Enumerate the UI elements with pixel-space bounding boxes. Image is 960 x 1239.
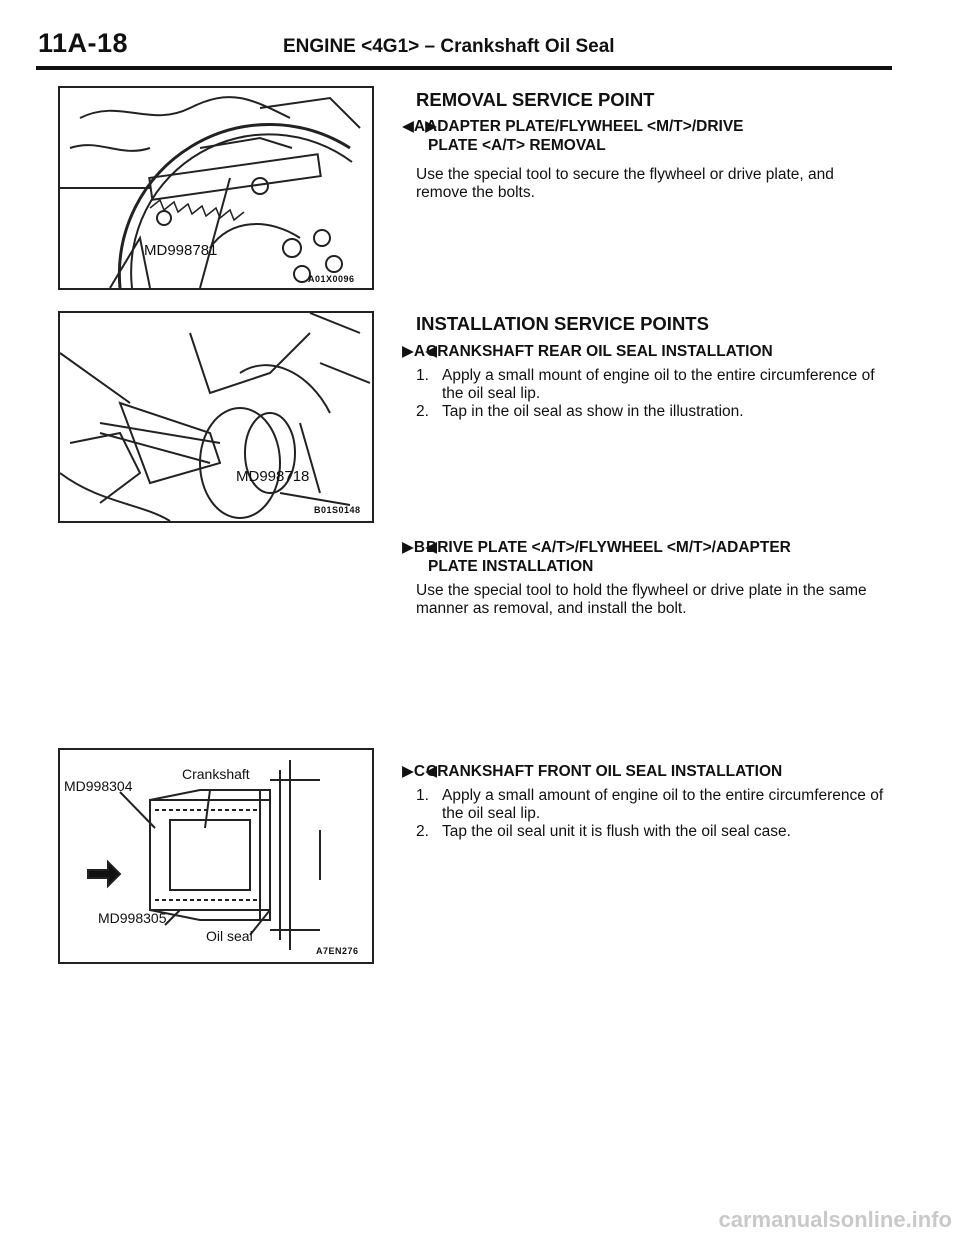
installation-heading: INSTALLATION SERVICE POINTS	[416, 313, 709, 334]
page-title: ENGINE <4G1> – Crankshaft Oil Seal	[283, 36, 615, 57]
removal-title-line1: ADAPTER PLATE/FLYWHEEL <M/T>/DRIVE	[426, 118, 744, 135]
install-b-marker: ▶B◀	[402, 539, 438, 556]
install-b-text: Use the special tool to hold the flywhee…	[416, 582, 867, 617]
step-number: 2.	[416, 823, 429, 840]
install-a-subheading: ▶A◀CRANKSHAFT REAR OIL SEAL INSTALLATION	[402, 342, 773, 361]
tool-label-md998718: MD998718	[236, 468, 310, 485]
install-b-title-line1: DRIVE PLATE <A/T>/FLYWHEEL <M/T>/ADAPTER	[426, 539, 791, 556]
step-text: Tap the oil seal unit it is flush with t…	[442, 823, 791, 840]
figure-front-oil-seal: Crankshaft MD998304 MD998305 Oil seal A7…	[58, 748, 374, 964]
figure-code: A01X0096	[308, 274, 355, 284]
install-b-subheading: ▶B◀DRIVE PLATE <A/T>/FLYWHEEL <M/T>/ADAP…	[402, 538, 791, 576]
step-text: Apply a small mount of engine oil to the…	[442, 367, 875, 402]
rear-oil-seal-illustration	[60, 313, 371, 521]
removal-title-line2: PLATE <A/T> REMOVAL	[428, 137, 606, 154]
step-number: 2.	[416, 403, 429, 420]
step-item: 1. Apply a small amount of engine oil to …	[416, 787, 886, 823]
step-number: 1.	[416, 787, 429, 804]
header-rule	[36, 66, 892, 70]
install-a-marker: ▶A◀	[402, 343, 438, 360]
figure-code: A7EN276	[316, 946, 359, 956]
watermark: carmanualsonline.info	[718, 1207, 953, 1232]
step-number: 1.	[416, 367, 429, 384]
figure-code: B01S0148	[314, 505, 361, 515]
label-crankshaft: Crankshaft	[182, 766, 250, 782]
figure-flywheel-holder: MD998781 A01X0096	[58, 86, 374, 290]
step-item: 2. Tap the oil seal unit it is flush with…	[416, 823, 886, 841]
install-c-title: CRANKSHAFT FRONT OIL SEAL INSTALLATION	[426, 763, 783, 780]
tool-label-md998781: MD998781	[144, 242, 218, 259]
step-item: 2. Tap in the oil seal as show in the ill…	[416, 403, 886, 421]
install-c-steps: 1. Apply a small amount of engine oil to …	[416, 787, 886, 841]
install-c-marker: ▶C◀	[402, 763, 438, 780]
removal-heading: REMOVAL SERVICE POINT	[416, 89, 655, 110]
page-number: 11A-18	[38, 28, 129, 58]
install-b-title-line2: PLATE INSTALLATION	[428, 558, 594, 575]
removal-subheading: ◀A▶ADAPTER PLATE/FLYWHEEL <M/T>/DRIVE PL…	[402, 117, 744, 155]
step-text: Apply a small amount of engine oil to th…	[442, 787, 884, 822]
label-oil-seal: Oil seal	[206, 928, 253, 944]
front-oil-seal-cross-section	[87, 760, 321, 950]
removal-marker: ◀A▶	[402, 118, 438, 135]
step-text: Tap in the oil seal as show in the illus…	[442, 403, 744, 420]
flywheel-illustration	[60, 96, 361, 288]
install-a-steps: 1. Apply a small mount of engine oil to t…	[416, 367, 886, 421]
install-a-title: CRANKSHAFT REAR OIL SEAL INSTALLATION	[426, 343, 773, 360]
removal-text: Use the special tool to secure the flywh…	[416, 166, 834, 201]
figure-rear-oil-seal: MD998718 B01S0148	[58, 311, 374, 523]
label-md998305: MD998305	[98, 910, 167, 926]
step-item: 1. Apply a small mount of engine oil to t…	[416, 367, 886, 403]
label-md998304: MD998304	[64, 778, 133, 794]
install-c-subheading: ▶C◀CRANKSHAFT FRONT OIL SEAL INSTALLATIO…	[402, 762, 782, 781]
